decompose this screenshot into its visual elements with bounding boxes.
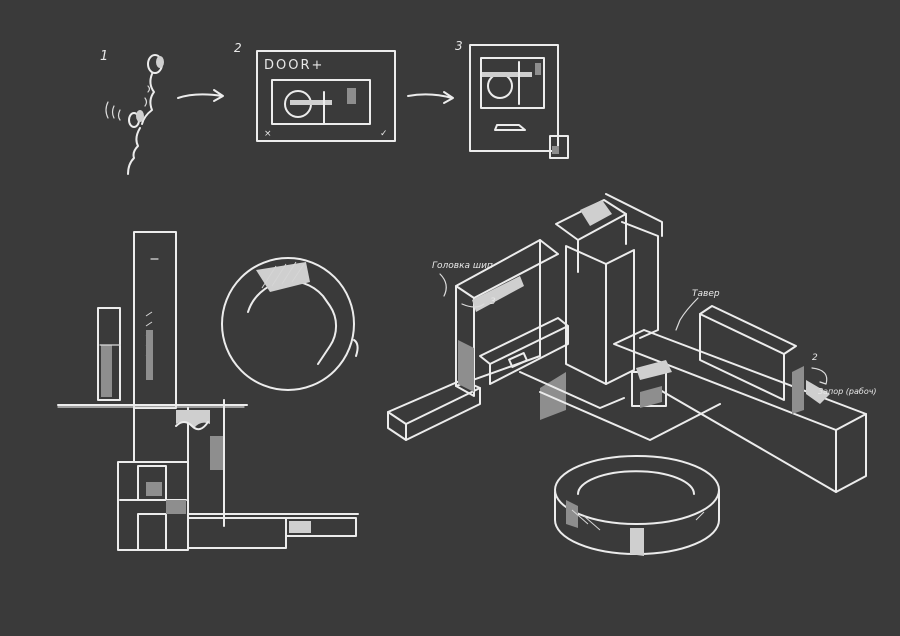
step-3-frame xyxy=(469,44,559,152)
step-1: 1 xyxy=(100,49,224,175)
step-2-number: 2 xyxy=(234,41,242,55)
step-3-number: 3 xyxy=(455,39,463,53)
label-a: Головка шип xyxy=(432,261,493,271)
step-2-frame xyxy=(256,50,396,142)
isometric-assembly: Головка шип 3 Тавер 2 Запор (рабоч) xyxy=(387,193,877,493)
step-3: 3 xyxy=(455,39,569,159)
arrow-2-to-3 xyxy=(407,91,454,104)
step-1-sketch xyxy=(105,54,164,175)
step-1-number: 1 xyxy=(100,49,108,64)
thick-ring xyxy=(554,455,720,556)
label-c: 2 xyxy=(812,353,818,363)
label-b: Тавер xyxy=(692,289,720,299)
label-a-number: 3 xyxy=(490,297,496,307)
storyboard: 1 2 DOOR+ × ✓ xyxy=(100,39,569,175)
ring-drawing xyxy=(221,257,359,391)
check-mark: ✓ xyxy=(380,129,388,139)
arrow-1-to-2 xyxy=(177,89,224,102)
step-2-screen-text: DOOR+ xyxy=(264,58,324,73)
close-mark: × xyxy=(264,129,272,139)
orthographic-drawing xyxy=(57,231,359,551)
label-d: Запор (рабоч) xyxy=(818,387,877,396)
step-2: 2 DOOR+ × ✓ xyxy=(234,41,454,142)
